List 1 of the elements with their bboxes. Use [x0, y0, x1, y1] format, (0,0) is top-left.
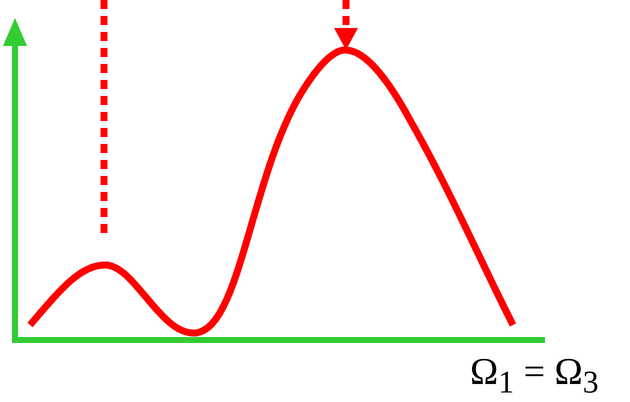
- equation-label: Ω$_{1}$ = Ω$_{3}$: [470, 350, 599, 402]
